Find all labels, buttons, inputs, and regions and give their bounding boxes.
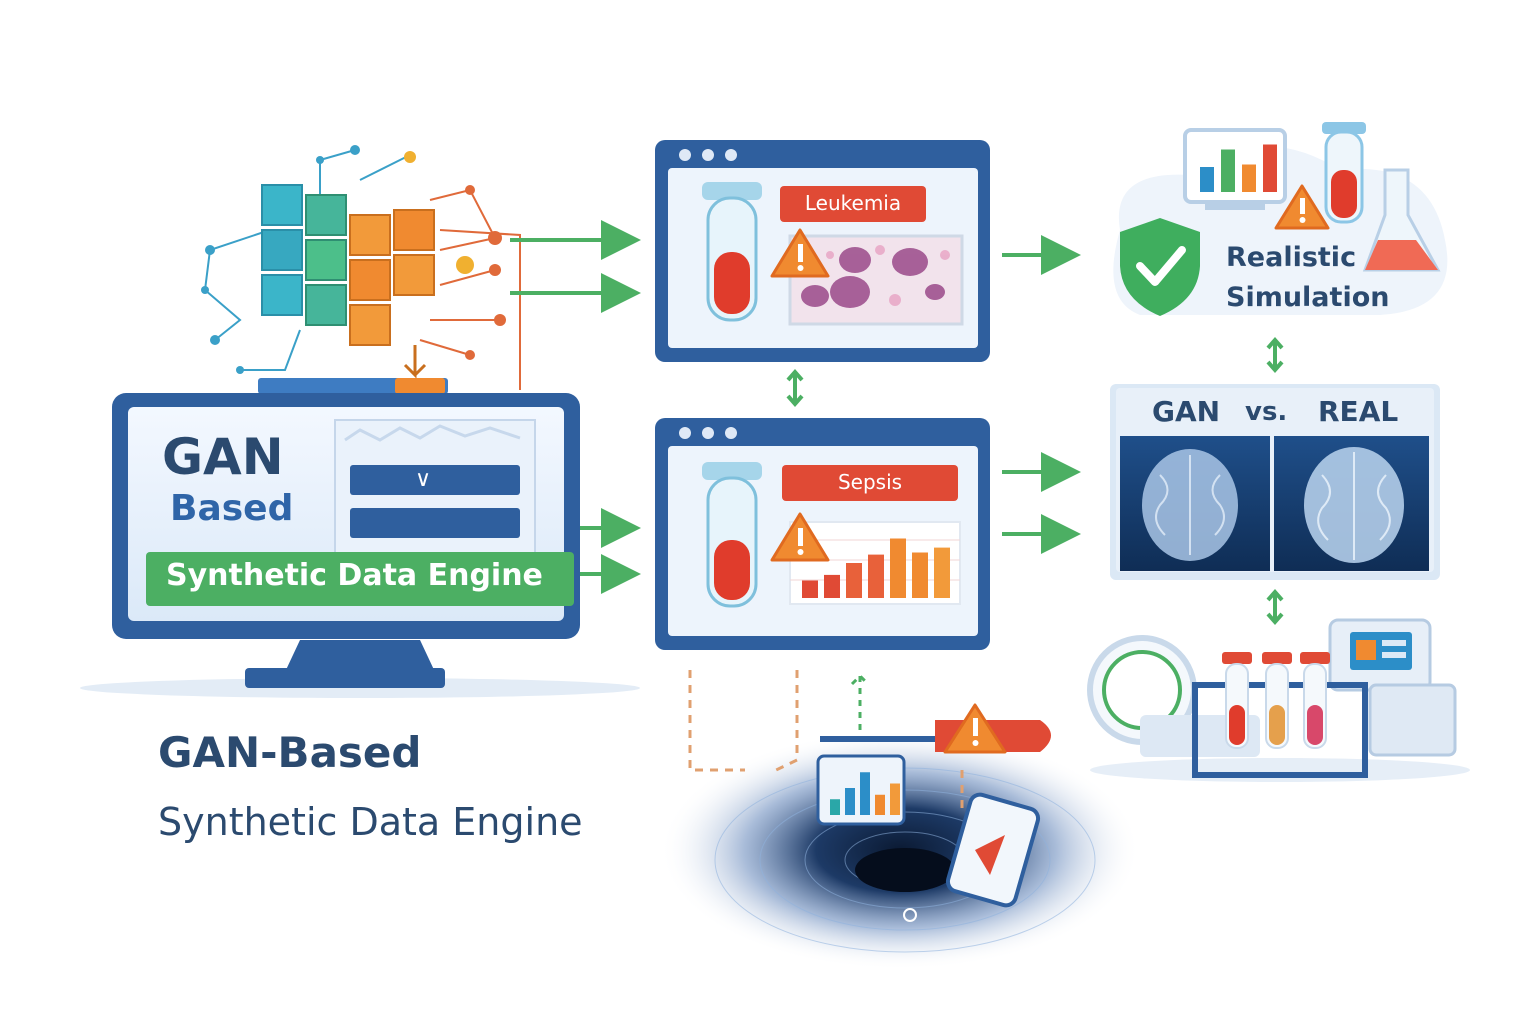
warning-icon [770,228,830,278]
simulation-line2: Simulation [1226,282,1390,313]
flask-icon [1362,168,1441,272]
sim-bar [1263,144,1277,192]
sepsis-panel [655,418,990,650]
caption-subtitle: Synthetic Data Engine [158,800,583,844]
tablet-icon [945,792,1041,908]
monitor-line2: Based [170,488,294,529]
comparison-middle: vs. [1245,397,1288,427]
sepsis-bar [824,574,840,598]
warning-icon [770,512,830,562]
realistic-simulation [1113,122,1448,316]
mini-bar [845,788,855,815]
mini-bar [830,799,840,815]
sepsis-label-box [782,465,958,501]
sim-bar [1200,167,1214,192]
mini-bar [890,783,900,815]
sepsis-bar [912,552,928,598]
mini-bar [875,794,885,815]
shield-check-icon [1120,218,1200,316]
monitor-banner: Synthetic Data Engine [166,558,543,593]
sepsis-bar-chart [802,538,950,598]
caption-title: GAN-Based [158,728,422,777]
warning-icon [1274,184,1330,230]
mini-bar [860,772,870,815]
input-bar [350,508,520,538]
gan-vs-real-panel [1110,384,1440,580]
monitor-line1: GAN [162,428,284,486]
flow-arrows [510,220,1284,626]
leukemia-label-box [780,186,926,222]
sim-bar [1242,164,1256,192]
sepsis-bar [934,547,950,598]
warning-icon [943,703,1007,754]
test-tube-rack-icon [1222,652,1330,749]
simulation-line1: Realistic [1226,242,1357,273]
gan-cube-network-icon [201,145,521,390]
comparison-right: REAL [1318,395,1399,428]
test-tube-icon [702,462,762,608]
simulation-bar-chart [1200,144,1277,192]
comparison-left: GAN [1152,395,1221,428]
test-tube-icon [702,182,762,322]
lab-equipment [1087,618,1470,782]
leukemia-label: Leukemia [804,191,902,215]
mini-chart-icon [816,754,906,826]
sepsis-bar [868,554,884,598]
dropdown-chevron-icon: ∨ [415,467,432,492]
sim-bar [1221,149,1235,192]
gan-monitor [80,378,640,698]
sepsis-bar [846,563,862,598]
data-vortex [660,670,1140,970]
sepsis-bar [890,538,906,598]
engine-banner [146,552,574,606]
sepsis-label: Sepsis [837,470,903,494]
leukemia-panel [655,140,990,362]
sepsis-bar [802,580,818,598]
test-tube-icon [1322,122,1366,224]
dropdown-bar [350,465,520,495]
